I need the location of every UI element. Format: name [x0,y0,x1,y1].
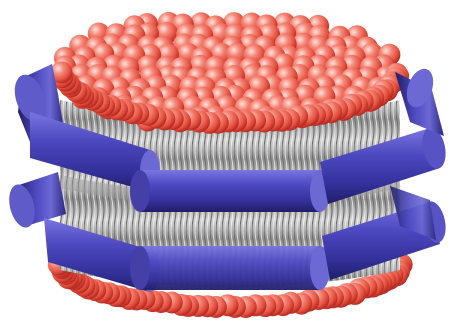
belt-helix-lower-left [5,172,66,230]
belt-helix-lower-front-mid [130,246,330,290]
headgroups-top [50,12,409,134]
belt-helix-upper-front-mid [130,170,330,212]
belt-helix-upper-right-back [395,65,444,136]
